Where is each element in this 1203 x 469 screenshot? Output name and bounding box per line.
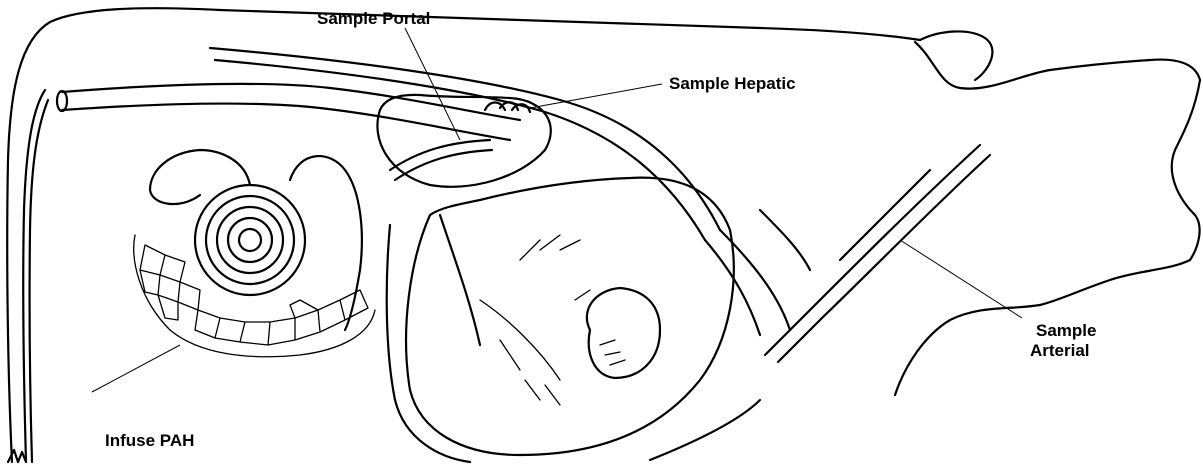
arterial-leader [900, 240, 1022, 318]
rumen-wall [387, 225, 470, 462]
spiral-ring-4 [228, 218, 272, 262]
sample-hepatic-label: Sample Hepatic [669, 74, 796, 93]
spiral-ring-5 [239, 229, 261, 251]
face [1172, 80, 1200, 260]
spiral-ring-2 [206, 196, 294, 284]
infuse-pah-label: Infuse PAH [105, 431, 194, 450]
rumen-outline [406, 178, 734, 455]
sample-arterial-label-line1: Sample [1036, 321, 1096, 340]
ear [920, 31, 992, 80]
vessel-end [57, 91, 67, 111]
proximal-loop [150, 150, 250, 204]
head-top [915, 42, 1200, 89]
rumen [387, 178, 734, 462]
rumen-vessels [480, 235, 590, 405]
tail-inner-line [30, 100, 48, 462]
spiral-ring-1 [195, 185, 305, 295]
vena-cava-lower [62, 104, 510, 140]
reticulum-vessels [600, 340, 625, 365]
reticulum [587, 288, 660, 378]
sample-arterial-label-line2: Arterial [1030, 341, 1090, 360]
rumen-fold [440, 215, 480, 345]
cow-outline [7, 8, 1200, 462]
portal-vein-2 [395, 150, 492, 180]
neck-line [840, 170, 930, 260]
portal-vein [390, 140, 490, 170]
infuse-leader [92, 345, 180, 392]
sample-portal-label: Sample Portal [317, 9, 430, 28]
artery-descent [720, 230, 790, 330]
leader-lines [92, 28, 1022, 392]
arterial-catheter [760, 145, 990, 362]
tail-line [23, 90, 45, 462]
liver-outline [377, 95, 550, 187]
distal-loop [290, 156, 362, 330]
liver [377, 95, 550, 187]
spiral-ring-3 [217, 207, 283, 273]
jaw [1040, 260, 1190, 305]
aorta-lower [215, 60, 705, 240]
hepatic-leader [530, 84, 662, 108]
throat [895, 305, 1040, 395]
belly-line [650, 400, 760, 460]
artery-segment [760, 210, 810, 270]
catheter-line-2 [778, 155, 990, 362]
